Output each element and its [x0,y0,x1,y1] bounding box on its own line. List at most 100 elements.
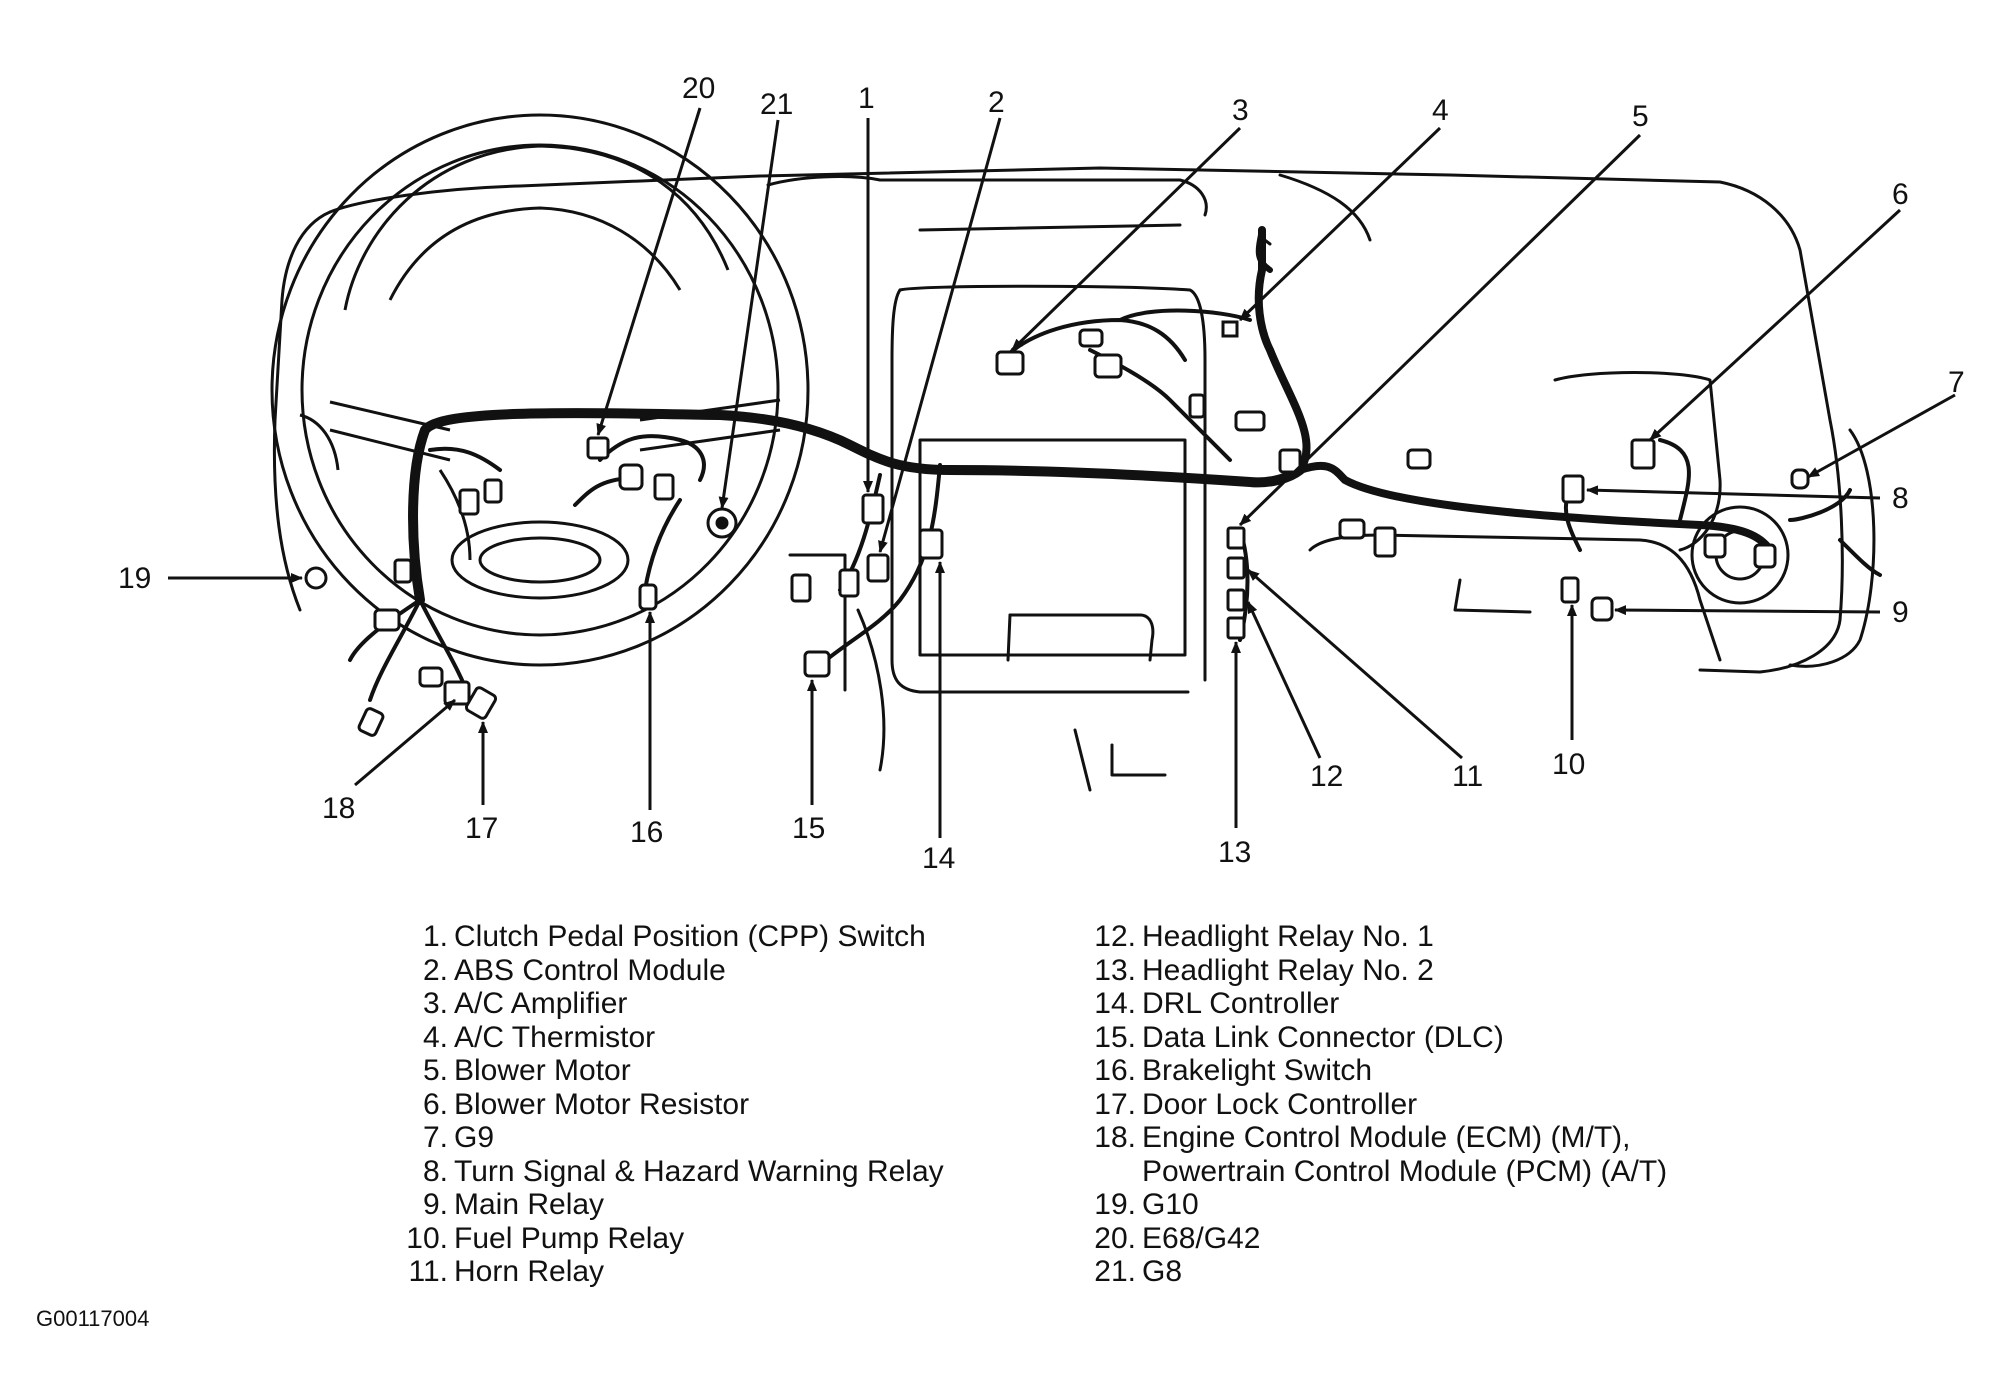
cpp-switch-connector [861,493,885,525]
legend-num: 10. [406,1221,448,1255]
legend-num: 17. [1094,1087,1136,1121]
legend-item-2: 2.ABS Control Module [390,954,944,988]
legend-num: 16. [1094,1054,1136,1087]
legend-item-18-continued: Powertrain Control Module (PCM) (A/T) [1078,1155,1667,1189]
callout-3: 3 [1232,94,1249,127]
legend-num: 4. [422,1020,448,1054]
steering-wheel [270,113,810,667]
legend-text: Fuel Pump Relay [454,1221,685,1255]
legend-text: Brakelight Switch [1142,1054,1373,1087]
g10-ground [304,566,328,590]
legend-item-1: 1.Clutch Pedal Position (CPP) Switch [390,920,944,954]
legend-num: 15. [1094,1020,1136,1054]
legend-text: Data Link Connector (DLC) [1142,1020,1504,1054]
legend-text: DRL Controller [1142,987,1340,1020]
dlc-connector [803,650,831,678]
callout-19: 19 [118,562,151,595]
callout-6: 6 [1892,178,1909,211]
legend-text: Horn Relay [454,1255,605,1288]
legend-item-9: 9.Main Relay [390,1188,944,1222]
legend-num: 21. [1094,1255,1136,1288]
legend-num: 14. [1094,987,1136,1020]
callout-4: 4 [1432,94,1449,127]
legend-right-column: 12.Headlight Relay No. 1 13.Headlight Re… [1078,920,1667,1289]
legend-num: 20. [1094,1221,1136,1255]
callout-17: 17 [465,812,498,845]
headlight-relay-2-connector [1226,616,1246,640]
callout-numbers: 1 2 3 4 5 6 7 8 9 10 11 12 13 14 15 16 1… [118,72,1965,875]
dashboard-outline [272,166,1876,792]
callout-9: 9 [1892,596,1909,629]
legend-item-17: 17.Door Lock Controller [1078,1088,1667,1122]
legend-text: Engine Control Module (ECM) (M/T), [1142,1121,1631,1154]
blower-motor-connector [1226,526,1246,550]
legend-text: A/C Amplifier [454,987,628,1020]
legend-text: Door Lock Controller [1142,1087,1418,1121]
legend-item-13: 13.Headlight Relay No. 2 [1078,954,1667,988]
legend-item-10: 10.Fuel Pump Relay [390,1222,944,1256]
legend-item-11: 11.Horn Relay [390,1255,944,1289]
door-lock-controller-connector [464,686,498,720]
legend-num: 12. [1094,920,1136,953]
legend-num: 9. [422,1188,448,1221]
wiring-harness [348,226,1882,702]
legend-item-19: 19.G10 [1078,1188,1667,1222]
legend-text: G8 [1142,1255,1183,1288]
callout-11: 11 [1452,760,1483,793]
legend-num: 8. [422,1154,448,1188]
turn-signal-relay-connector [1561,474,1585,504]
legend-num: 6. [422,1087,448,1121]
legend-text: Blower Motor Resistor [454,1087,750,1121]
callout-20: 20 [682,72,715,105]
main-relay-connector [1590,596,1614,622]
callout-5: 5 [1632,100,1649,133]
legend-item-14: 14.DRL Controller [1078,987,1667,1021]
legend-text: Headlight Relay No. 2 [1142,953,1434,987]
legend-text: Main Relay [454,1188,605,1221]
legend-num: 19. [1094,1188,1136,1221]
legend-text: ABS Control Module [454,953,726,987]
legend-text: G10 [1142,1188,1199,1221]
callout-15: 15 [792,812,825,845]
legend-text: G9 [454,1121,495,1154]
fuel-pump-relay-connector [1560,576,1580,604]
legend-text: Headlight Relay No. 1 [1142,920,1434,953]
leader-lines [168,107,1956,838]
legend-num: 18. [1094,1121,1136,1154]
callout-18: 18 [322,792,355,825]
ac-amplifier-connector [995,350,1025,376]
legend-item-18: 18.Engine Control Module (ECM) (M/T), [1078,1121,1667,1155]
legend-text: E68/G42 [1142,1221,1261,1255]
legend-item-12: 12.Headlight Relay No. 1 [1078,920,1667,954]
legend-num: 3. [422,987,448,1020]
callout-2: 2 [988,86,1005,119]
brakelight-switch-connector [638,583,658,611]
legend-item-21: 21.G8 [1078,1255,1667,1289]
callout-21: 21 [760,88,793,121]
callout-10: 10 [1552,748,1585,781]
headlight-relay-1-connector [1226,588,1246,612]
callout-13: 13 [1218,836,1251,869]
callout-12: 12 [1310,760,1343,793]
callout-16: 16 [630,816,663,849]
legend-item-8: 8.Turn Signal & Hazard Warning Relay [390,1155,944,1189]
callout-7: 7 [1948,366,1965,399]
legend-text: Blower Motor [454,1054,631,1087]
callout-14: 14 [922,842,955,875]
figure-id: G00117004 [36,1306,150,1331]
abs-module-connector [866,553,890,583]
legend-text: Powertrain Control Module (PCM) (A/T) [1142,1154,1668,1188]
legend-num: 1. [422,920,448,953]
e68-g42-connector [586,436,610,460]
legend-text: A/C Thermistor [454,1020,656,1054]
g9-ground [1790,468,1810,490]
connectors [304,320,1810,737]
legend-num: 7. [422,1121,448,1154]
legend-item-20: 20.E68/G42 [1078,1222,1667,1256]
legend-text: Turn Signal & Hazard Warning Relay [454,1154,944,1188]
drl-controller-connector [918,528,944,560]
horn-relay-connector [1226,556,1246,580]
legend-num: 2. [422,953,448,987]
legend-item-15: 15.Data Link Connector (DLC) [1078,1021,1667,1055]
